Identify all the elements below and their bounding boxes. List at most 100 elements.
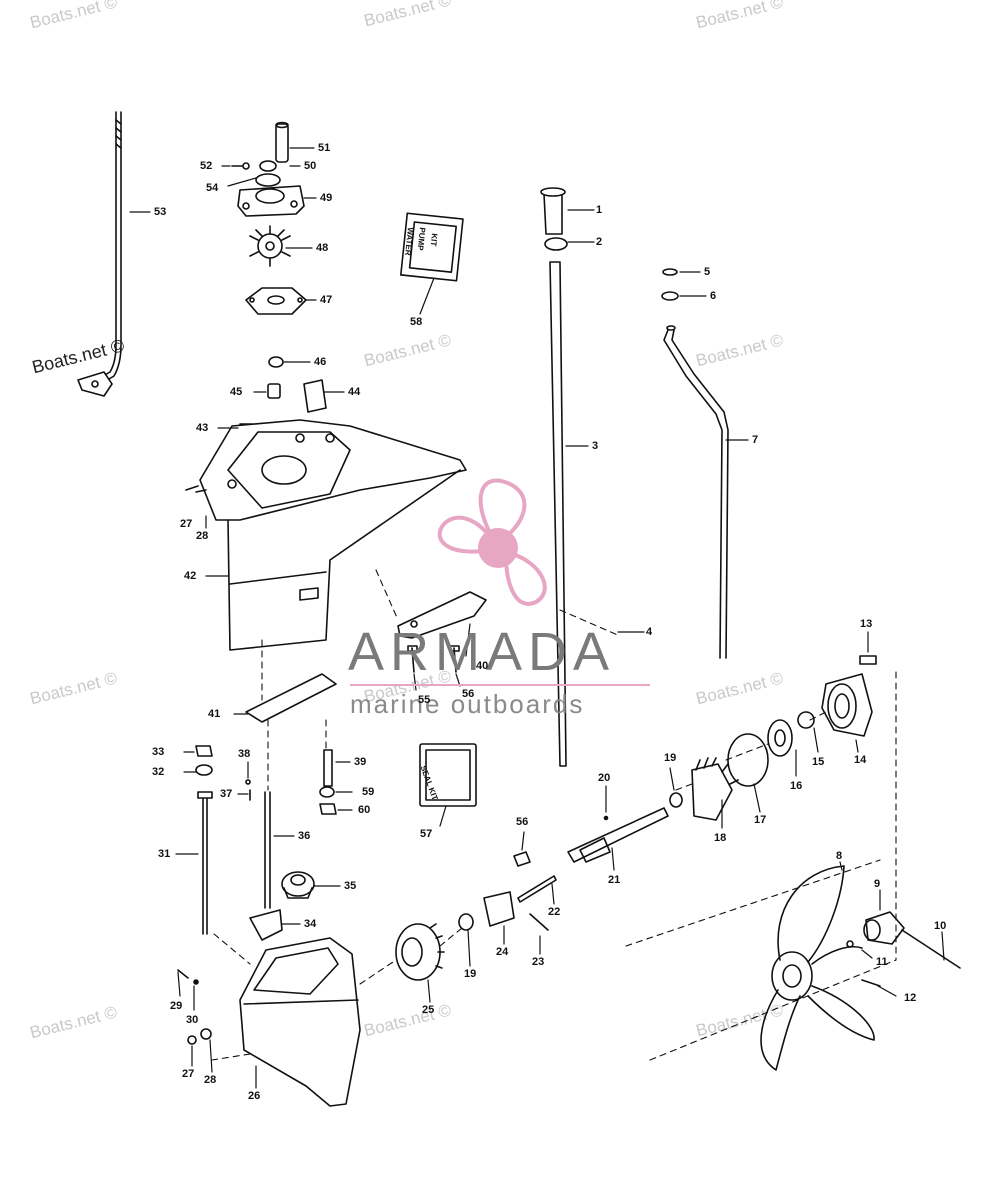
reverse-gear-part (395, 923, 445, 981)
callout-24: 24 (496, 946, 509, 958)
callout-4: 4 (646, 626, 653, 638)
water-pump-kit-text: KIT (428, 232, 440, 247)
o-ring-part (727, 733, 769, 787)
clutch-part (483, 891, 515, 927)
callout-3: 3 (592, 440, 599, 452)
callout-29: 29 (170, 1000, 183, 1012)
washer-part (662, 268, 678, 276)
shift-cradle-part (249, 909, 283, 941)
pin-part (529, 913, 549, 931)
callout-56: 56 (462, 688, 475, 700)
callout-43: 43 (196, 422, 209, 434)
callout-31: 31 (158, 848, 171, 860)
callout-23: 23 (532, 956, 545, 968)
nut-part (195, 745, 213, 757)
callout-14: 14 (854, 754, 867, 766)
pin-part (861, 979, 881, 987)
callout-6: 6 (710, 290, 717, 302)
callout-39: 39 (354, 756, 367, 768)
ball-part (245, 779, 251, 785)
callout-21: 21 (608, 874, 621, 886)
forward-gear-part (691, 757, 739, 821)
callout-49: 49 (320, 192, 333, 204)
propeller-shaft-part (567, 807, 669, 863)
drive-shaft-housing-part (185, 419, 467, 651)
callout-40: 40 (476, 660, 489, 672)
callout-42: 42 (184, 570, 197, 582)
callout-30: 30 (186, 1014, 199, 1026)
callout-50: 50 (304, 160, 317, 172)
armada-logo-emblem (437, 478, 547, 606)
callout-52: 52 (200, 160, 213, 172)
callout-16: 16 (790, 780, 803, 792)
gasket-part (245, 673, 337, 723)
water-pump-housing-part (231, 121, 305, 217)
callout-15: 15 (812, 756, 825, 768)
callout-26: 26 (248, 1090, 261, 1102)
callout-35: 35 (344, 880, 357, 892)
callout-28: 28 (196, 530, 209, 542)
callout-57: 57 (420, 828, 433, 840)
callout-22: 22 (548, 906, 561, 918)
armada-logo-hub (478, 528, 518, 568)
shift-rod-lower-part (663, 325, 729, 659)
clip-part (513, 851, 531, 867)
callout-18: 18 (714, 832, 727, 844)
bearing-carrier-part (821, 655, 877, 737)
callout-58: 58 (410, 316, 423, 328)
callout-25: 25 (422, 1004, 435, 1016)
callout-33: 33 (152, 746, 165, 758)
spacer-part (303, 379, 327, 413)
water-pump-kit-text: PUMP (415, 226, 428, 251)
callout-45: 45 (230, 386, 243, 398)
callout-53: 53 (154, 206, 167, 218)
callout-17: 17 (754, 814, 767, 826)
callout-9: 9 (874, 878, 881, 890)
bushing-part (267, 383, 281, 399)
callout-34: 34 (304, 918, 317, 930)
bearing-part (767, 719, 793, 757)
callout-11: 11 (876, 956, 888, 968)
callout-27: 27 (180, 518, 193, 530)
callout-7: 7 (752, 434, 759, 446)
callout-19: 19 (464, 968, 477, 980)
callout-2: 2 (596, 236, 603, 248)
pinion-gear-part (281, 871, 315, 899)
washer-part (458, 913, 474, 931)
callout-41: 41 (208, 708, 221, 720)
callout-28: 28 (204, 1074, 217, 1086)
washer-part (661, 291, 679, 301)
water-pump-kit-box (400, 212, 464, 282)
seal-part (268, 356, 284, 368)
washer-part (669, 792, 683, 808)
gear-housing-part (177, 937, 361, 1107)
impeller-part (249, 225, 291, 267)
callout-46: 46 (314, 356, 327, 368)
water-guide-part (397, 591, 487, 673)
brand-tagline: marine outboards (350, 689, 585, 719)
pin-part (517, 875, 557, 903)
callout-32: 32 (152, 766, 165, 778)
brand-name: ARMADA (348, 622, 616, 682)
callout-60: 60 (358, 804, 371, 816)
callout-8: 8 (836, 850, 843, 862)
callout-55: 55 (418, 694, 431, 706)
callout-51: 51 (318, 142, 331, 154)
callout-54: 54 (206, 182, 219, 194)
propeller-part (760, 865, 875, 1071)
bearing-part (797, 711, 815, 729)
nut-part (319, 803, 337, 815)
callout-20: 20 (598, 772, 611, 784)
washer-part (319, 786, 335, 798)
callout-37: 37 (220, 788, 233, 800)
callout-12: 12 (904, 992, 917, 1004)
callout-10: 10 (934, 920, 947, 932)
brand-divider (350, 684, 650, 686)
callout-48: 48 (316, 242, 329, 254)
callout-59: 59 (362, 786, 375, 798)
callout-27: 27 (182, 1068, 195, 1080)
shift-rod-part (77, 111, 122, 397)
callout-19: 19 (664, 752, 677, 764)
